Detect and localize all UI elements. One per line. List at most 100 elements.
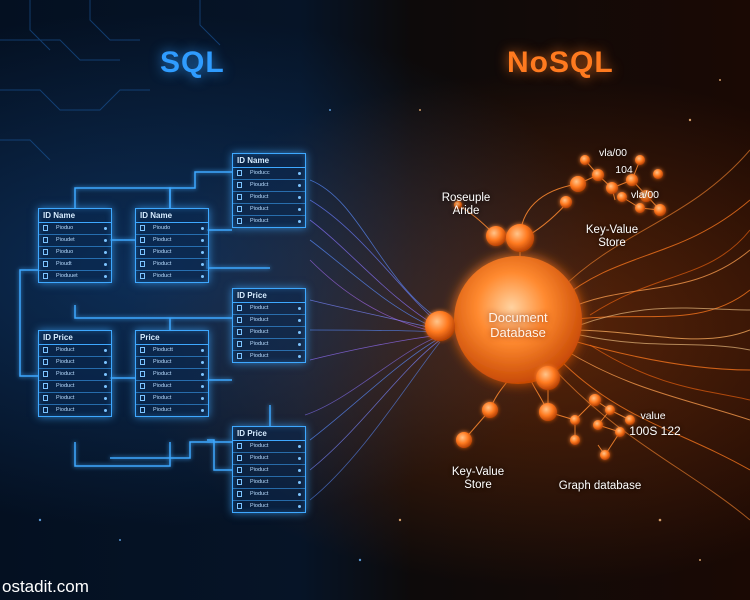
graph-database-label: Graph database [558, 480, 642, 492]
key-icon [43, 249, 48, 255]
table-header: ID Price [233, 289, 305, 303]
table-row: Pioduct [233, 441, 305, 453]
key-icon [140, 225, 145, 231]
sql-table: ID Name Pioduo Pioudet Pioduo Pioudt Pio… [38, 208, 112, 283]
table-row: Pioduuet [39, 271, 111, 282]
sql-table: ID Price Pioduct Pioduct Pioduct Pioduct… [38, 330, 112, 417]
table-header: ID Name [39, 209, 111, 223]
table-row: Pioducc [233, 168, 305, 180]
key-icon [237, 329, 242, 335]
table-row: Pioduct [136, 369, 208, 381]
table-row: Pioduct [136, 247, 208, 259]
value-label: value [640, 410, 666, 422]
table-row: Pioduct [39, 345, 111, 357]
table-row: Pioduct [233, 327, 305, 339]
key-icon [237, 467, 242, 473]
value-label: 100S 122 [629, 424, 681, 438]
table-header: ID Price [39, 331, 111, 345]
orange-flow-lines [554, 149, 750, 521]
key-icon [43, 261, 48, 267]
key-icon [237, 206, 242, 212]
table-row: Pioduct [39, 393, 111, 405]
table-header: ID Name [233, 154, 305, 168]
watermark: ostadit.com [2, 577, 89, 596]
table-row: Pioduct [136, 381, 208, 393]
sql-table: ID Price Pioduct Pioduct Pioduct Pioduct… [232, 426, 306, 513]
value-label: vla/00 [630, 189, 660, 201]
key-icon [140, 407, 145, 413]
key-icon [43, 359, 48, 365]
table-row: Pioduo [39, 247, 111, 259]
table-row: Pioduo [39, 223, 111, 235]
sql-table: Price Pioductt Pioduct Pioduct Pioduct P… [135, 330, 209, 417]
key-icon [237, 317, 242, 323]
key-icon [43, 273, 48, 279]
key-icon [140, 237, 145, 243]
key-icon [43, 407, 48, 413]
table-row: Pioduct [233, 192, 305, 204]
key-icon [237, 479, 242, 485]
table-row: Pioduct [39, 405, 111, 416]
table-row: Pioudet [39, 235, 111, 247]
key-icon [237, 170, 242, 176]
key-icon [237, 443, 242, 449]
nosql-nodes [425, 155, 666, 460]
table-row: Pioduct [233, 477, 305, 489]
key-icon [140, 261, 145, 267]
key-value-store-label-bottom: Key-Value Store [451, 466, 505, 491]
table-row: Pioduct [39, 357, 111, 369]
value-label: vla/00 [598, 147, 628, 159]
table-row: Pioduct [233, 489, 305, 501]
table-row: Pioudt [39, 259, 111, 271]
table-row: Pioudct [233, 180, 305, 192]
table-row: Pioduct [136, 393, 208, 405]
table-row: Pioductt [136, 345, 208, 357]
key-icon [237, 503, 242, 509]
key-icon [140, 359, 145, 365]
value-label: 104 [615, 164, 633, 176]
table-row: Pioduct [233, 501, 305, 512]
key-icon [140, 371, 145, 377]
table-row: Pioduct [233, 453, 305, 465]
document-database-hub [454, 256, 582, 384]
table-row: Pioduct [136, 259, 208, 271]
key-icon [43, 371, 48, 377]
hub-label: Document Database [488, 310, 548, 340]
roseuple-label: Roseuple Aride [441, 192, 491, 217]
sql-table: ID Name Pioudo Pioduct Pioduct Pioduct P… [135, 208, 209, 283]
particles [398, 79, 721, 561]
table-row: Pioduct [39, 369, 111, 381]
table-header: Price [136, 331, 208, 345]
nosql-title: NoSQL [507, 46, 614, 79]
table-row: Pioduct [233, 204, 305, 216]
key-icon [237, 491, 242, 497]
key-icon [43, 347, 48, 353]
key-icon [237, 455, 242, 461]
table-row: Pioduct [233, 216, 305, 227]
key-icon [237, 194, 242, 200]
key-value-store-label-top: Key-Value Store [585, 224, 639, 249]
circuit-traces [0, 0, 221, 161]
key-icon [43, 225, 48, 231]
key-icon [140, 249, 145, 255]
sql-table: ID Name Pioducc Pioudct Pioduct Pioduct … [232, 153, 306, 228]
table-row: Pioduct [233, 339, 305, 351]
key-icon [237, 341, 242, 347]
key-icon [237, 218, 242, 224]
table-header: ID Name [136, 209, 208, 223]
key-icon [43, 395, 48, 401]
key-icon [43, 383, 48, 389]
table-row: Pioduct [136, 405, 208, 416]
key-icon [237, 305, 242, 311]
table-row: Pioduct [136, 235, 208, 247]
key-icon [140, 395, 145, 401]
table-row: Pioduct [136, 357, 208, 369]
table-row: Pioduct [233, 465, 305, 477]
key-icon [140, 383, 145, 389]
table-row: Pioduct [136, 271, 208, 282]
key-icon [140, 347, 145, 353]
table-row: Pioduct [233, 303, 305, 315]
key-icon [140, 273, 145, 279]
sql-table: ID Price Pioduct Pioduct Pioduct Pioduct… [232, 288, 306, 363]
